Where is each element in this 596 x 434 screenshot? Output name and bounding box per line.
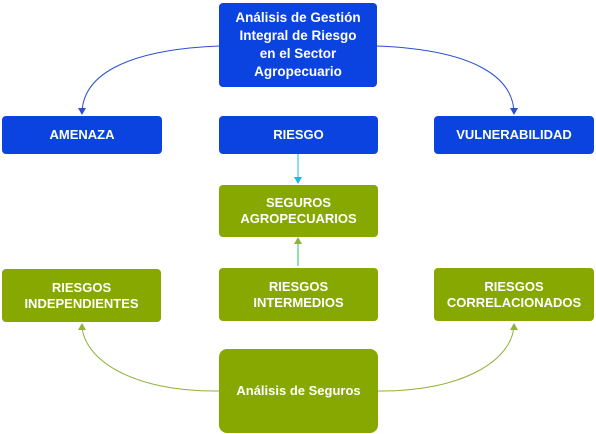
node-seguros-agropecuarios: SEGUROS AGROPECUARIOS [219,185,378,237]
arrow-top-to-amenaza [78,45,220,115]
node-riesgos-correlacionados: RIESGOS CORRELACIONADOS [434,268,594,321]
arrow-top-to-vulnerabilidad [376,45,518,115]
node-analisis-de-seguros: Análisis de Seguros [219,349,378,433]
node-vulnerabilidad: VULNERABILIDAD [434,116,594,154]
node-riesgo: RIESGO [219,116,378,154]
node-analisis-gestion-integral: Análisis de Gestión Integral de Riesgo e… [219,3,377,87]
node-amenaza: AMENAZA [2,116,162,154]
arrow-analisis-to-correlacionados [376,323,518,392]
node-riesgos-independientes: RIESGOS INDEPENDIENTES [2,269,161,322]
arrow-analisis-to-independientes [78,323,220,392]
node-riesgos-intermedios: RIESGOS INTERMEDIOS [219,268,378,321]
